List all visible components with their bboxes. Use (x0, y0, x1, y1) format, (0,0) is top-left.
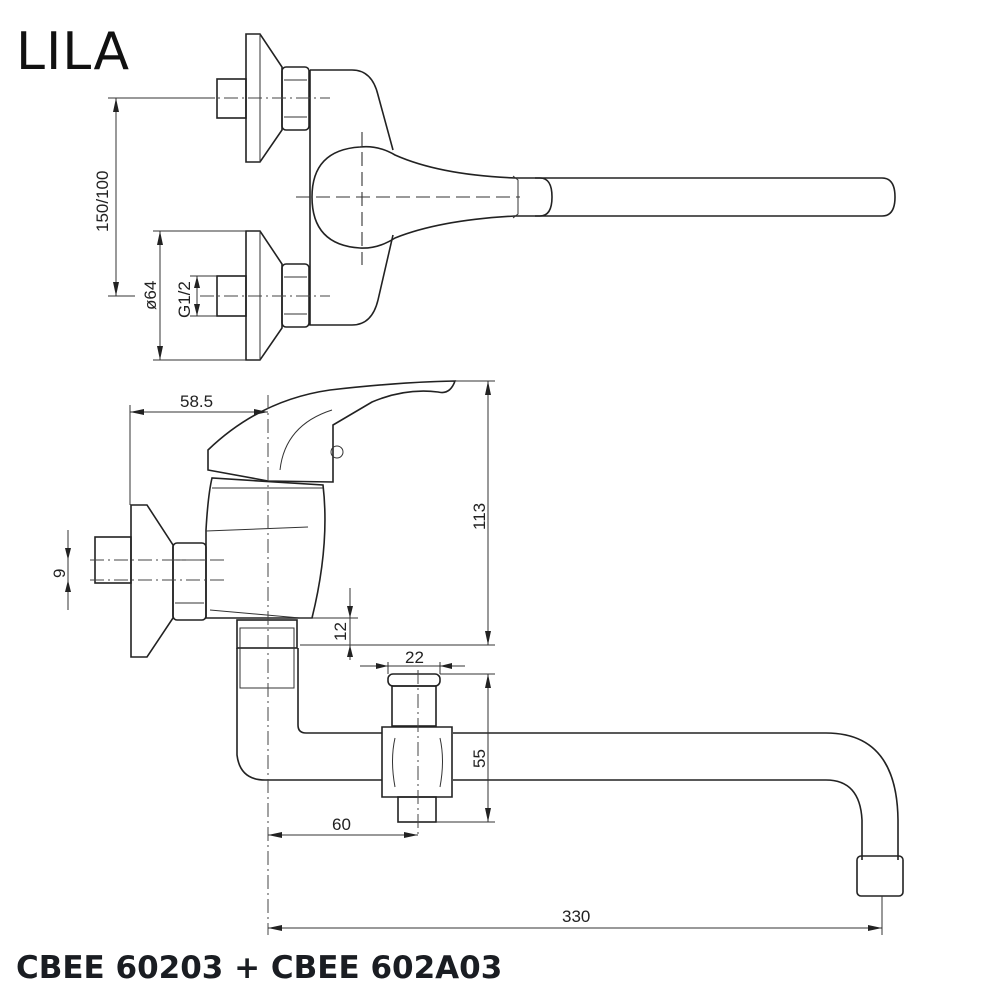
side-nut (172, 542, 207, 621)
product-codes: CBEE 60203 + CBEE 602A03 (16, 950, 503, 986)
dim-thread: G1/2 (175, 281, 194, 318)
side-view: 58.5 113 9 12 22 55 60 (50, 380, 904, 935)
diverter-stem (391, 685, 437, 727)
dim-height: 113 (470, 503, 489, 530)
diverter-cap (387, 673, 441, 687)
spout-top (535, 177, 896, 217)
spout-pipe-right (453, 732, 899, 860)
dim-rosette-diameter: ø64 (141, 281, 160, 310)
dim-inlet-spacing: 150/100 (93, 171, 112, 232)
diverter-body (381, 726, 453, 798)
mixer-body-top (309, 69, 394, 326)
dim-spout-length: 330 (562, 907, 590, 926)
dim-offset: 9 (50, 569, 69, 578)
dim-depth: 58.5 (180, 392, 213, 411)
diverter-outlet (397, 796, 437, 823)
dim-diverter-height: 55 (470, 749, 489, 768)
dim-collar: 12 (331, 622, 350, 641)
dim-diverter-width: 22 (405, 648, 424, 667)
top-view: 150/100 ø64 G1/2 (93, 33, 896, 361)
lever-handle-side (207, 380, 457, 483)
side-rosette (130, 504, 174, 658)
spout-collar (236, 619, 298, 649)
aerator (856, 855, 904, 897)
spout-pipe-left (236, 648, 382, 781)
mixer-body-side (205, 477, 326, 619)
model-title: LILA (16, 22, 131, 82)
dim-diverter-distance: 60 (332, 815, 351, 834)
